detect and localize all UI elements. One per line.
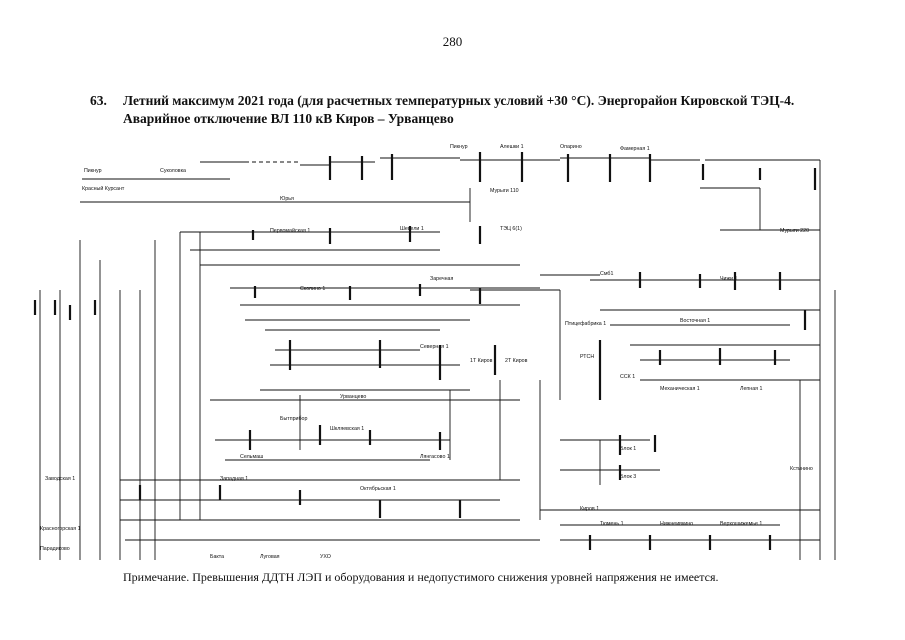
- node-label: Чижи 1: [720, 276, 737, 282]
- node-label: Мурыги 220: [780, 228, 809, 234]
- node-label: РТСН: [580, 354, 594, 360]
- node-label: Первомайская 1: [270, 227, 310, 234]
- node-label: Октябрьская 1: [360, 486, 396, 492]
- page-number: 280: [442, 34, 463, 49]
- node-label: Птицефабрика 1: [565, 321, 606, 327]
- node-label: Заречная: [430, 276, 453, 282]
- node-label: Пикнур: [450, 144, 468, 150]
- node-label: ТЭЦ 6(1): [500, 226, 522, 232]
- node-label: Бытприбор: [280, 416, 307, 422]
- node-label: Опарино: [560, 144, 582, 150]
- heading-text: Летний максимум 2021 года (для расчетных…: [123, 93, 795, 126]
- node-label: Сельмаш: [240, 454, 263, 460]
- node-label: Восточная 1: [680, 318, 710, 324]
- node-label: Шевели 1: [400, 226, 424, 232]
- node-label: Парадиково: [40, 546, 70, 552]
- node-label: Пикнур: [84, 168, 102, 174]
- node-label: 1Т Киров: [470, 358, 493, 364]
- node-label: Юрья: [280, 196, 294, 202]
- node-label: Блок 1: [620, 446, 636, 452]
- node-label: Красногорская 1: [40, 526, 81, 532]
- node-label: Фамерная 1: [620, 146, 650, 152]
- node-label: Бакта: [210, 554, 224, 560]
- node-label: Скопино 1: [300, 286, 325, 292]
- node-label: Кстинино: [790, 466, 813, 472]
- node-label: Заводская 1: [45, 476, 75, 482]
- node-label: УХО: [320, 554, 331, 560]
- node-label: Смб1: [600, 271, 613, 277]
- power-network-diagram: Пикнур Суколовка Красный Курсант Юрья Пи…: [33, 144, 836, 560]
- node-label: Суколовка: [160, 168, 186, 174]
- footnote: Примечание. Превышения ДДТН ЛЭП и оборуд…: [123, 570, 719, 584]
- node-label: Шкляевская 1: [330, 426, 364, 432]
- page-heading: 63. Летний максимум 2021 года (для расче…: [90, 92, 863, 128]
- node-label: Западная 1: [220, 476, 248, 482]
- node-label: Лянгасово 1: [420, 454, 450, 460]
- node-label: Киров 1: [580, 506, 599, 512]
- node-label: ССК 1: [620, 374, 635, 380]
- node-label: Луговая: [260, 554, 280, 560]
- heading-number: 63.: [90, 93, 107, 108]
- node-label: Лепная 1: [740, 386, 763, 392]
- node-label: Блок 3: [620, 474, 636, 480]
- node-label: Нижнеивкино: [660, 521, 693, 527]
- node-label: Тюмень 1: [600, 521, 624, 527]
- node-label: Северная 1: [420, 344, 449, 350]
- node-label: 2Т Киров: [505, 358, 528, 364]
- node-label: Красный Курсант: [82, 185, 125, 192]
- node-label: Мурыги 110: [490, 188, 519, 194]
- node-label: Верхошижемье 1: [720, 521, 762, 527]
- node-label: Урванцево: [340, 394, 366, 400]
- node-label: Механическая 1: [660, 386, 700, 392]
- node-label: Алешки 1: [500, 144, 524, 150]
